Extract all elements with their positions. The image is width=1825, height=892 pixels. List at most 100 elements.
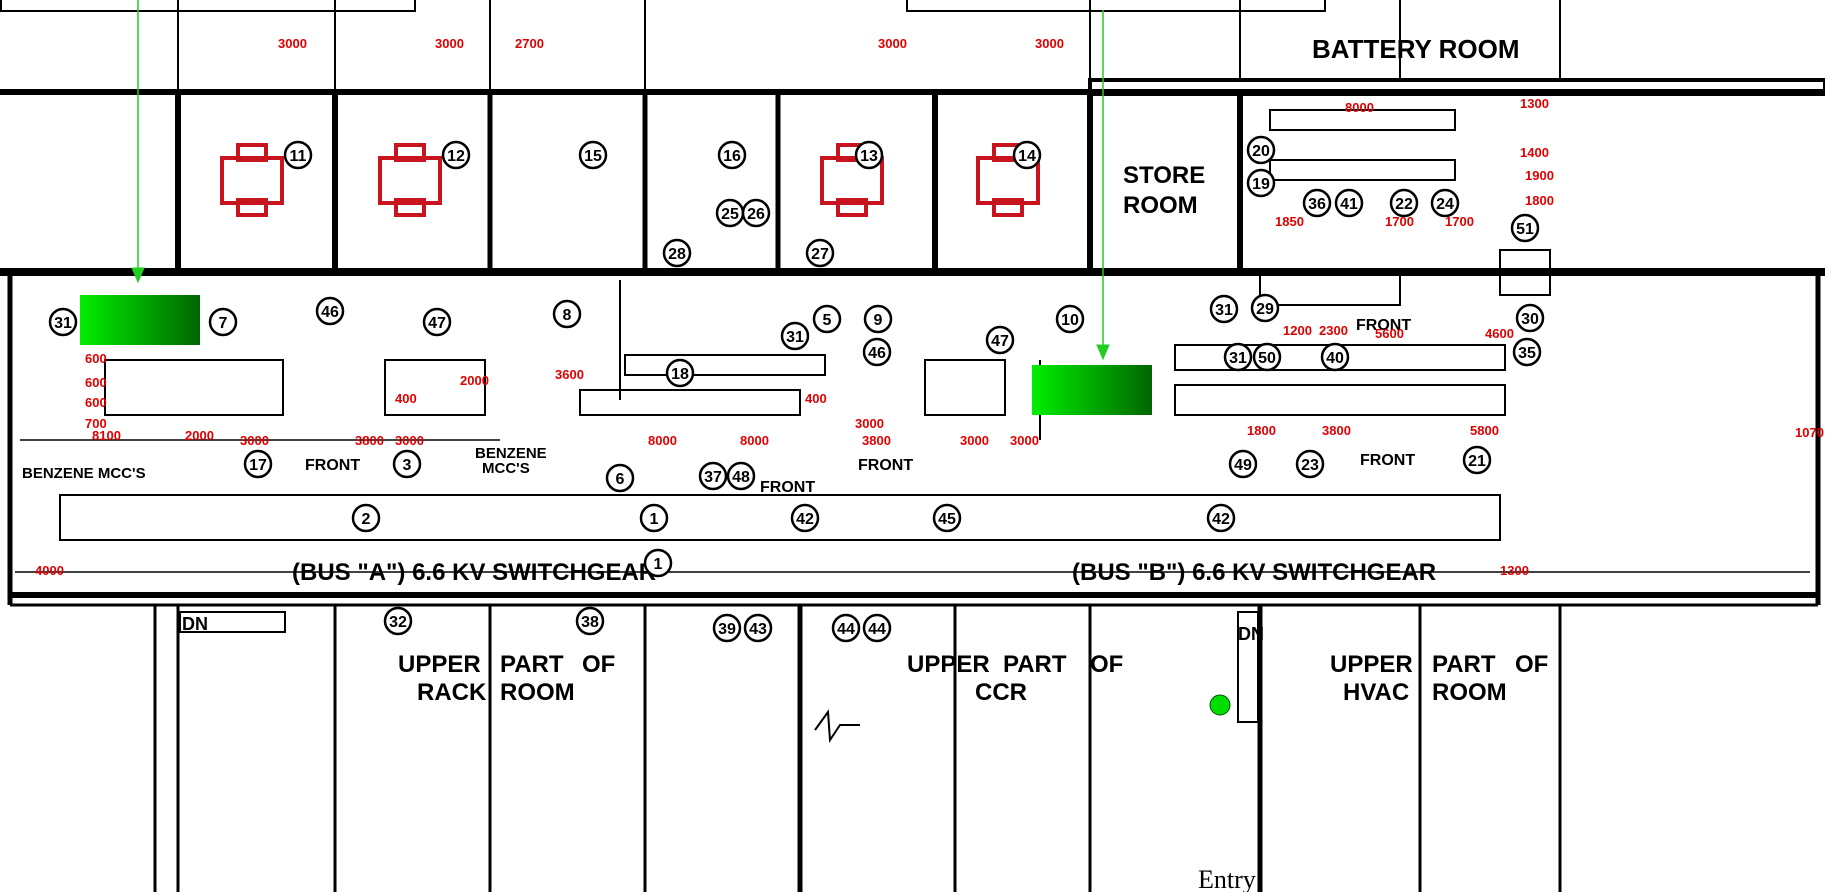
callout-number: 15	[584, 148, 602, 165]
equipment-callout: 20	[1246, 135, 1276, 165]
dimension-label: 3000	[855, 416, 884, 431]
dimension-label: 3000	[395, 433, 424, 448]
room-label-store: ROOM	[1123, 192, 1198, 219]
dimension-label: 3800	[862, 433, 891, 448]
equipment-callout: 42	[790, 503, 820, 533]
room-label-hvac: ROOM	[1432, 679, 1507, 706]
equipment-callout: 1	[643, 548, 673, 578]
callout-number: 45	[938, 511, 956, 528]
callout-number: 30	[1521, 311, 1539, 328]
callout-number: 17	[249, 457, 267, 474]
callout-number: 1	[650, 511, 659, 528]
callout-number: 31	[1215, 302, 1233, 319]
equipment-callout: 9	[863, 304, 893, 334]
front-label: FRONT	[1356, 317, 1411, 334]
callout-number: 51	[1516, 221, 1534, 238]
callout-number: 23	[1301, 457, 1319, 474]
equipment-callout: 29	[1250, 293, 1280, 323]
callout-number: 19	[1252, 176, 1270, 193]
callout-number: 8	[563, 307, 572, 324]
dimension-label: 5600	[1375, 326, 1404, 341]
benzene-mcc-label: BENZENE	[475, 445, 547, 462]
dimension-label: 2300	[1319, 323, 1348, 338]
dimension-label: 3000	[1035, 36, 1064, 51]
room-label-rack: UPPER	[398, 651, 481, 678]
equipment-callout: 37	[698, 461, 728, 491]
equipment-callout: 42	[1206, 503, 1236, 533]
equipment-callout: 26	[741, 198, 771, 228]
pointer-arrow-icon	[1096, 10, 1110, 361]
equipment-callout: 43	[743, 613, 773, 643]
dimension-label: 2000	[460, 373, 489, 388]
equipment-callout: 10	[1055, 304, 1085, 334]
callout-box-left	[0, 0, 416, 12]
callout-number: 48	[732, 469, 750, 486]
callout-number: 42	[796, 511, 814, 528]
equipment-callout: 46	[315, 296, 345, 326]
equipment-callout: 36	[1302, 188, 1332, 218]
dimension-label: 3000	[278, 36, 307, 51]
equipment-callout: 1	[639, 503, 669, 533]
dimension-label: 600	[85, 375, 107, 390]
callout-number: 24	[1436, 196, 1454, 213]
equipment-callout: 40	[1320, 342, 1350, 372]
callout-number: 5	[823, 312, 832, 329]
green-zone-marker	[1032, 365, 1152, 415]
callout-number: 9	[874, 312, 883, 329]
equipment-callout: 47	[985, 325, 1015, 355]
entry-dot-icon	[1209, 694, 1231, 716]
dimension-label: 2000	[185, 428, 214, 443]
equipment-callout: 46	[862, 337, 892, 367]
callout-number: 50	[1258, 350, 1276, 367]
dimension-label: 700	[85, 416, 107, 431]
dimension-label: 3000	[435, 36, 464, 51]
green-zone-marker	[80, 295, 200, 345]
dimension-label: 4000	[35, 563, 64, 578]
callout-number: 7	[219, 315, 228, 332]
front-label: FRONT	[760, 479, 815, 496]
room-label-ccr: PART	[1003, 651, 1067, 678]
room-label-ccr: OF	[1090, 651, 1123, 678]
dimension-label: 3800	[1322, 423, 1351, 438]
dimension-label: 3000	[878, 36, 907, 51]
callout-number: 26	[747, 206, 765, 223]
room-label-rack: RACK	[417, 679, 487, 706]
equipment-callout: 44	[831, 613, 861, 643]
callout-number: 3	[403, 457, 412, 474]
callout-number: 42	[1212, 511, 1230, 528]
equipment-callout: 51	[1510, 213, 1540, 243]
room-label-hvac: OF	[1515, 651, 1548, 678]
dimension-label: 1300	[1500, 563, 1529, 578]
dimension-label: 2700	[515, 36, 544, 51]
callout-number: 21	[1468, 453, 1486, 470]
callout-number: 22	[1395, 196, 1413, 213]
dimension-label: 1800	[1525, 193, 1554, 208]
callout-number: 43	[749, 621, 767, 638]
room-label-rack: OF	[582, 651, 615, 678]
equipment-callout: 35	[1512, 337, 1542, 367]
equipment-callout: 28	[662, 238, 692, 268]
dimension-label: 1800	[1247, 423, 1276, 438]
dimension-label: 3800	[355, 433, 384, 448]
equipment-transformers	[220, 143, 1040, 217]
dn-label: DN	[1238, 624, 1264, 644]
equipment-callout: 24	[1430, 188, 1460, 218]
callout-number: 47	[991, 333, 1009, 350]
equipment-callout: 32	[383, 606, 413, 636]
callout-number: 20	[1252, 143, 1270, 160]
entry-label: Entry	[1198, 865, 1256, 892]
equipment-callout: 11	[283, 140, 313, 170]
equipment-callout: 48	[726, 461, 756, 491]
equipment-callout: 12	[441, 140, 471, 170]
callout-box-right	[906, 0, 1326, 12]
dimension-label: 3000	[240, 433, 269, 448]
dimension-label: 8000	[740, 433, 769, 448]
callout-number: 2	[362, 511, 371, 528]
room-label-battery: BATTERY ROOM	[1312, 34, 1520, 64]
equipment-callout: 21	[1462, 445, 1492, 475]
dimension-label: 1850	[1275, 214, 1304, 229]
callout-number: 44	[868, 621, 886, 638]
equipment-callout: 14	[1012, 140, 1042, 170]
equipment-callout: 39	[712, 613, 742, 643]
